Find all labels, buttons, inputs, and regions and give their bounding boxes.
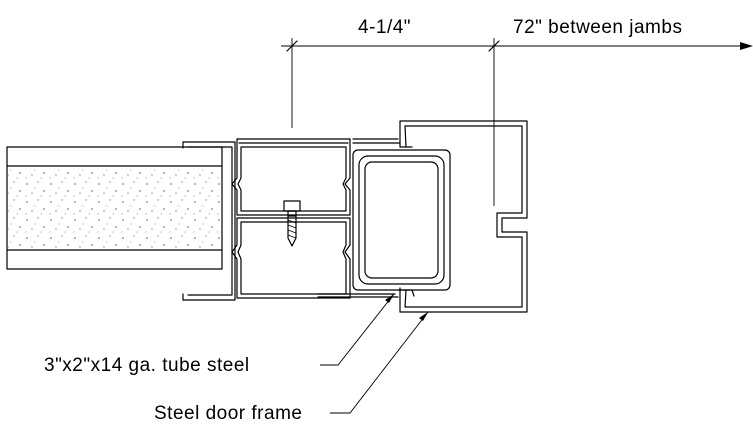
wall-panel bbox=[6, 146, 223, 270]
dimension-opening-width: 72" between jambs bbox=[513, 17, 682, 38]
steel-door-frame bbox=[352, 120, 528, 313]
dimension-lines bbox=[281, 38, 753, 206]
leader-lines bbox=[320, 293, 429, 414]
track-flanges bbox=[182, 141, 236, 301]
upper-stud bbox=[231, 138, 351, 216]
callout-door-frame: Steel door frame bbox=[154, 403, 302, 424]
tube-steel bbox=[352, 149, 451, 291]
callout-tube-steel: 3"x2"x14 ga. tube steel bbox=[44, 355, 250, 376]
dimension-stud-depth: 4-1/4" bbox=[358, 17, 411, 38]
screw bbox=[283, 200, 301, 247]
lower-stud bbox=[231, 217, 399, 299]
